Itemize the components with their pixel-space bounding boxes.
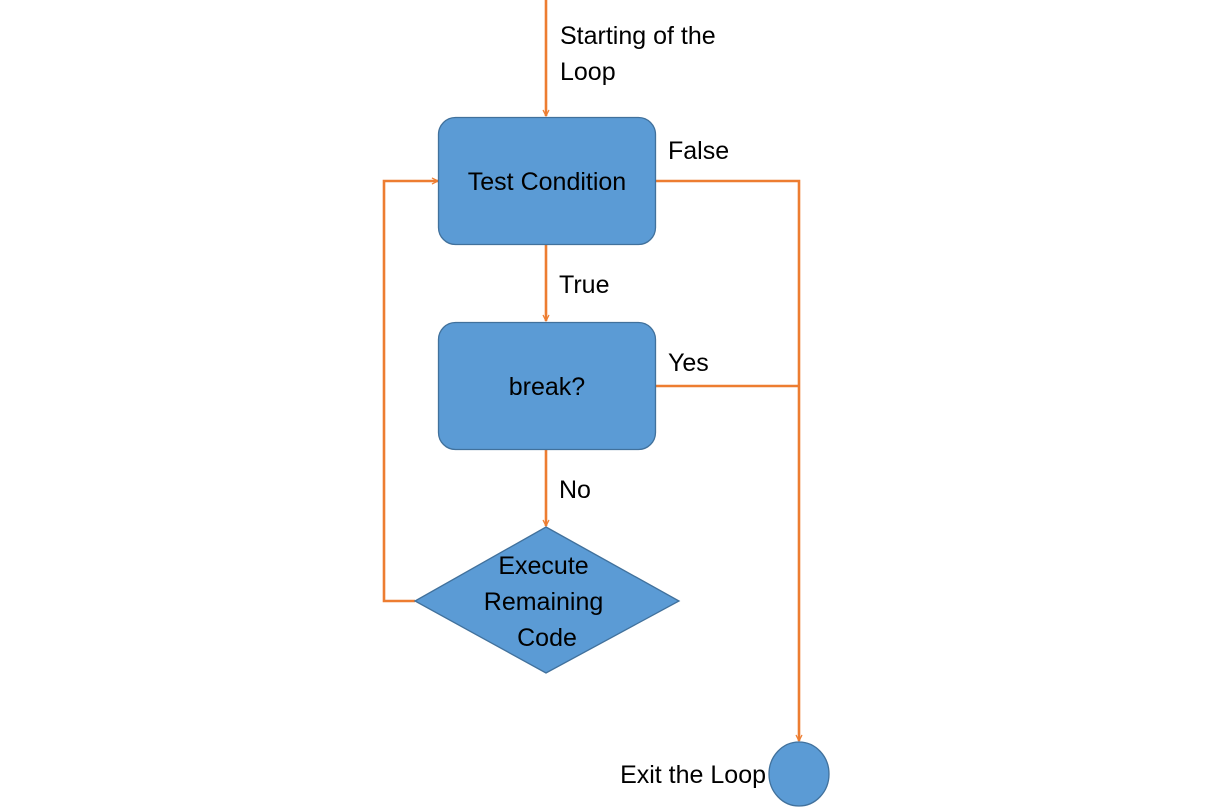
break-check-node <box>437 321 657 451</box>
no-label: No <box>559 476 591 504</box>
loop-back-arrow <box>382 181 438 603</box>
start-label-line: Starting of the <box>560 22 716 50</box>
exit-label: Exit the Loop <box>620 761 766 789</box>
execute-code-label-line: Execute <box>498 552 588 580</box>
start-label: Starting of the Loop <box>560 22 723 86</box>
false-arrow <box>656 179 799 741</box>
exit-node <box>768 741 830 807</box>
false-label: False <box>668 137 729 165</box>
execute-code-label-line: Remaining <box>484 588 604 616</box>
test-condition-node <box>437 116 657 246</box>
execute-code-label: Execute Remaining Code <box>484 552 610 652</box>
test-condition-label: Test Condition <box>468 168 626 196</box>
start-label-line: Loop <box>560 58 616 86</box>
true-label: True <box>559 271 609 299</box>
break-check-label: break? <box>509 373 585 401</box>
execute-code-node <box>413 526 681 674</box>
execute-code-label-line: Code <box>517 624 577 652</box>
yes-label: Yes <box>668 349 709 377</box>
